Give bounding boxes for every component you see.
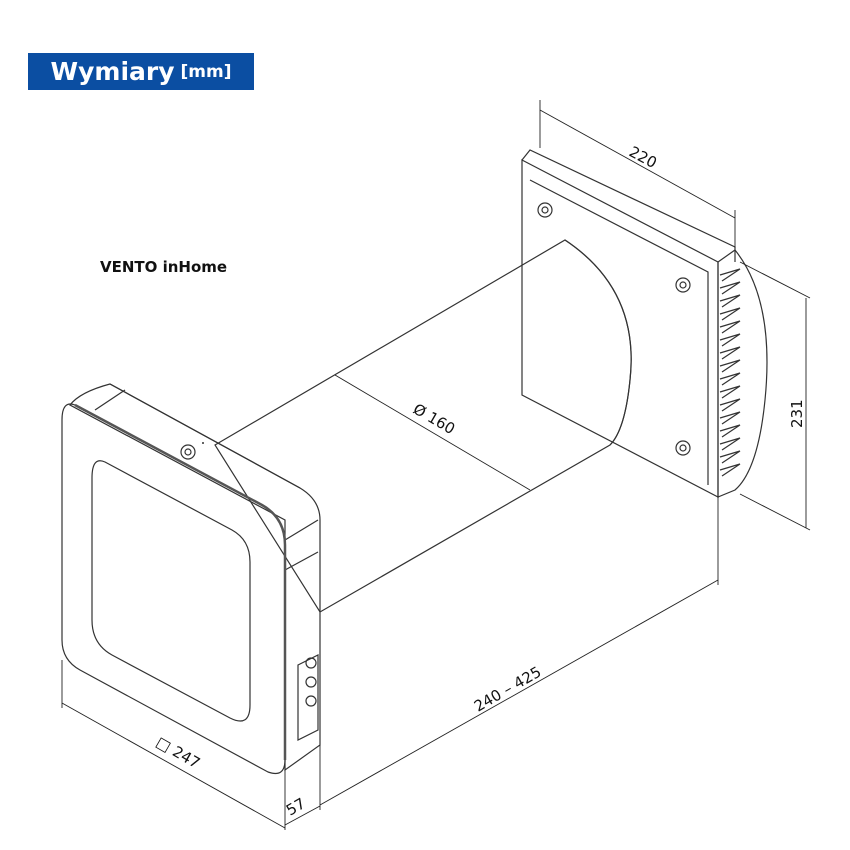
duct-tube [214,239,632,613]
front-unit [61,383,321,775]
header-unit: [mm] [180,61,232,82]
header-title: Wymiary [50,57,175,86]
hood-fin [719,359,741,373]
wall-plate [521,149,736,498]
hood-fin [719,320,741,334]
hood-fin [719,424,741,438]
dim-plate-width: 220 [626,143,660,172]
section-header: Wymiary [mm] [28,53,254,90]
dim-hood-height: 231 [788,399,806,428]
hood-fin [719,268,741,282]
dimension-lines [61,100,811,830]
hood-fin [719,437,741,451]
hood-fin [719,372,741,386]
hood-fin [719,463,741,477]
dim-front-panel: □ 247 [153,733,203,772]
outer-hood [717,249,768,498]
hood-fin [719,333,741,347]
power-button-icon [180,442,204,460]
product-name: VENTO inHome [100,258,228,276]
hood-fin [719,398,741,412]
hood-fin [719,450,741,464]
hood-fin [719,346,741,360]
hood-fin [719,307,741,321]
dim-front-depth: 57 [283,794,309,819]
hood-fin [719,385,741,399]
dim-duct-length: 240 – 425 [471,663,544,716]
hood-fin [719,281,741,295]
dim-duct-diameter: Ø 160 [410,400,458,438]
hood-fin [719,411,741,425]
connector-panel [297,654,319,741]
hood-fin [719,294,741,308]
